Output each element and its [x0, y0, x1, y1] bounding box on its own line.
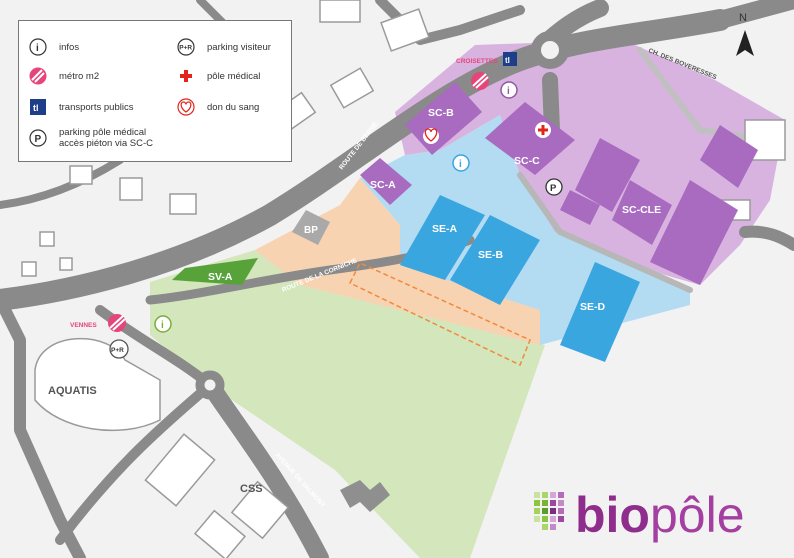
metro-icon-croisettes [471, 72, 489, 90]
legend-label: parking visiteur [207, 41, 271, 53]
se-building-labels: SE-A SE-B SE-D [432, 223, 606, 313]
info-icon-blue[interactable]: i [452, 154, 470, 172]
building-sc-c [485, 102, 575, 175]
legend-label: transports publics [59, 101, 134, 113]
svg-text:i: i [459, 159, 462, 170]
label-sv-a: SV-A [208, 271, 233, 283]
building-sv-a [172, 258, 258, 285]
building-bp [292, 210, 330, 245]
legend-item-infos: i infos [29, 38, 79, 56]
legend-item-blood: don du sang [177, 98, 259, 116]
svg-text:P: P [550, 183, 557, 194]
building-grey-south [340, 480, 390, 512]
blood-donation-icon [423, 128, 439, 144]
svg-text:tl: tl [33, 103, 39, 113]
legend-label: don du sang [207, 101, 260, 113]
label-aquatis: AQUATIS [48, 385, 97, 397]
north-arrow-icon: N [736, 12, 754, 56]
building-sc-misc [560, 190, 600, 225]
tl-icon: tl [30, 99, 46, 115]
building-sc-cle-4 [700, 125, 758, 188]
label-sc-cle: SC-CLE [622, 204, 661, 216]
label-sc-b: SC-B [428, 107, 454, 119]
building-se-d [560, 262, 640, 362]
biopole-logo: biopôle [534, 487, 745, 543]
info-icon-north[interactable]: i [500, 81, 518, 99]
roundabout-north [531, 31, 569, 69]
label-sc-a: SC-A [370, 179, 396, 191]
label-se-a: SE-A [432, 223, 458, 235]
legend-item-metro: métro m2 [29, 67, 99, 85]
label-bp: BP [304, 225, 318, 236]
building-sc-cle-1 [575, 138, 640, 212]
building-se-b [450, 215, 540, 305]
dashed-area [348, 262, 531, 367]
metro-icon [29, 67, 47, 85]
roundabout-south [195, 370, 225, 400]
svg-text:tl: tl [505, 56, 510, 65]
legend-item-medical: pôle médical [177, 67, 260, 85]
green-zone [150, 250, 545, 558]
svg-text:P+R: P+R [111, 347, 124, 354]
label-se-d: SE-D [580, 301, 606, 313]
se-buildings [400, 195, 640, 362]
legend-label: pôle médical [207, 70, 261, 82]
legend-item-tl: tl transports publics [29, 98, 133, 116]
svg-text:N: N [739, 12, 747, 24]
sc-building-labels: SC-A SC-B SC-C SC-CLE [370, 107, 661, 216]
tl-icon-croisettes: tl [503, 52, 517, 66]
info-icon: i [29, 38, 47, 56]
svg-text:i: i [507, 86, 510, 97]
park-and-ride-icon: P+R [177, 38, 195, 56]
building-sc-a [360, 158, 412, 205]
legend-item-park-ride: P+R parking visiteur [177, 38, 271, 56]
svg-text:i: i [161, 320, 164, 331]
svg-text:P+R: P+R [179, 45, 192, 52]
metro-icon-vennes [108, 314, 126, 332]
label-vennes: VENNES [70, 322, 97, 329]
legend-label: infos [59, 41, 80, 53]
building-sc-cle-3 [650, 180, 738, 285]
label-croisettes: CROISETTES [456, 58, 498, 65]
medical-cross-icon [180, 70, 192, 82]
building-sc-cle-2 [612, 180, 672, 245]
legend-label: métro m2 [59, 70, 100, 82]
parking-icon: P [29, 129, 47, 147]
park-and-ride-icon-vennes: P+R [109, 339, 129, 359]
info-icon-green[interactable]: i [154, 315, 172, 333]
label-css: CSS [240, 483, 263, 495]
blood-donation-icon [177, 98, 195, 116]
label-se-b: SE-B [478, 249, 504, 261]
svg-text:i: i [36, 43, 39, 54]
label-sc-c: SC-C [514, 155, 540, 167]
logo-dots-icon [534, 492, 564, 530]
medical-cross-icon [535, 122, 551, 138]
svg-text:biopôle: biopôle [575, 487, 745, 543]
svg-text:P: P [35, 134, 42, 145]
map-legend: i infos métro m2 tl transports publics P… [18, 20, 292, 162]
building-se-a [400, 195, 485, 280]
parking-icon: P [545, 178, 563, 196]
